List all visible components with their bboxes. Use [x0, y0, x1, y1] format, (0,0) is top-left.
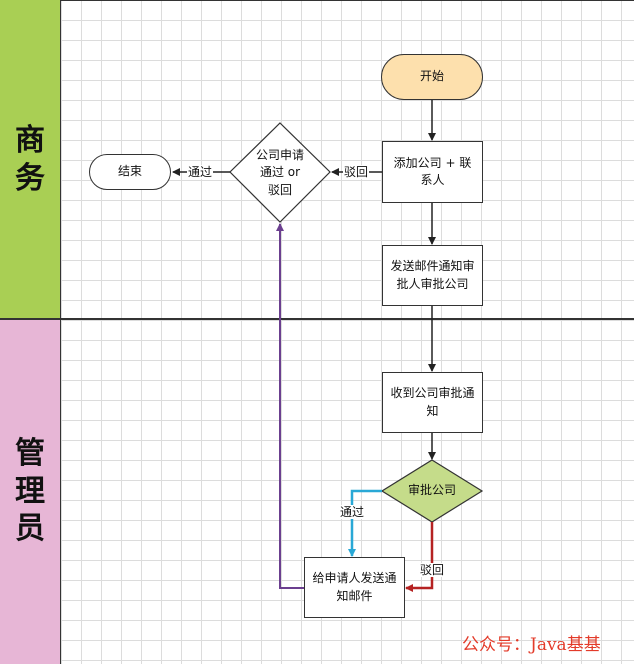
arrow-email-to-decision — [276, 223, 305, 589]
company-decision-line: 通过 or — [259, 165, 301, 180]
edge-label-pass-bottom: 通过 — [339, 505, 366, 519]
receive-notice-line: 知 — [426, 403, 439, 418]
add-company-line: 系人 — [420, 173, 445, 187]
end-label: 结束 — [117, 164, 142, 179]
company-decision-label: 公司申请 通过 or 驳回 — [244, 142, 316, 204]
send-notice-line: 发送邮件通知审 — [390, 259, 475, 274]
watermark: 公众号：Java基基 — [462, 635, 601, 655]
edge-label-pass-top: 通过 — [187, 165, 214, 179]
lane-admin-label: 管 理 员 — [0, 319, 61, 664]
add-company-line: 添加公司 + 联 — [393, 155, 472, 170]
company-decision-diamond — [229, 122, 331, 223]
arrow-approve-pass — [348, 489, 382, 557]
lane-admin-char: 理 — [15, 473, 45, 509]
lane-business-label: 商 务 — [0, 0, 61, 319]
start-label: 开始 — [419, 69, 444, 84]
lane-admin-char: 员 — [15, 511, 45, 547]
company-decision-line: 公司申请 — [255, 147, 304, 162]
email-applicant-line: 知邮件 — [336, 588, 373, 603]
lane-divider — [0, 318, 634, 320]
arrow-approve-reject — [405, 522, 434, 592]
send-notice-node: 发送邮件通知审 批人审批公司 — [382, 245, 483, 306]
email-applicant-line: 给申请人发送通 — [312, 571, 397, 586]
company-decision-line: 驳回 — [267, 182, 292, 197]
send-notice-line: 批人审批公司 — [396, 276, 469, 291]
top-border — [0, 0, 634, 1]
edge-label-reject-bottom: 驳回 — [419, 563, 446, 577]
email-applicant-node: 给申请人发送通 知邮件 — [304, 557, 405, 618]
approve-label: 审批公司 — [407, 483, 456, 498]
end-node: 结束 — [89, 154, 171, 190]
receive-notice-line: 收到公司审批通 — [390, 386, 475, 401]
lane-admin-char: 管 — [15, 436, 45, 472]
lane-business-char: 商 — [15, 123, 45, 158]
start-node: 开始 — [381, 54, 483, 100]
lane-business-char: 务 — [15, 160, 45, 196]
receive-notice-node: 收到公司审批通 知 — [382, 372, 483, 433]
edge-label-reject-top: 驳回 — [343, 165, 370, 179]
add-company-node: 添加公司 + 联 系人 — [382, 141, 483, 203]
